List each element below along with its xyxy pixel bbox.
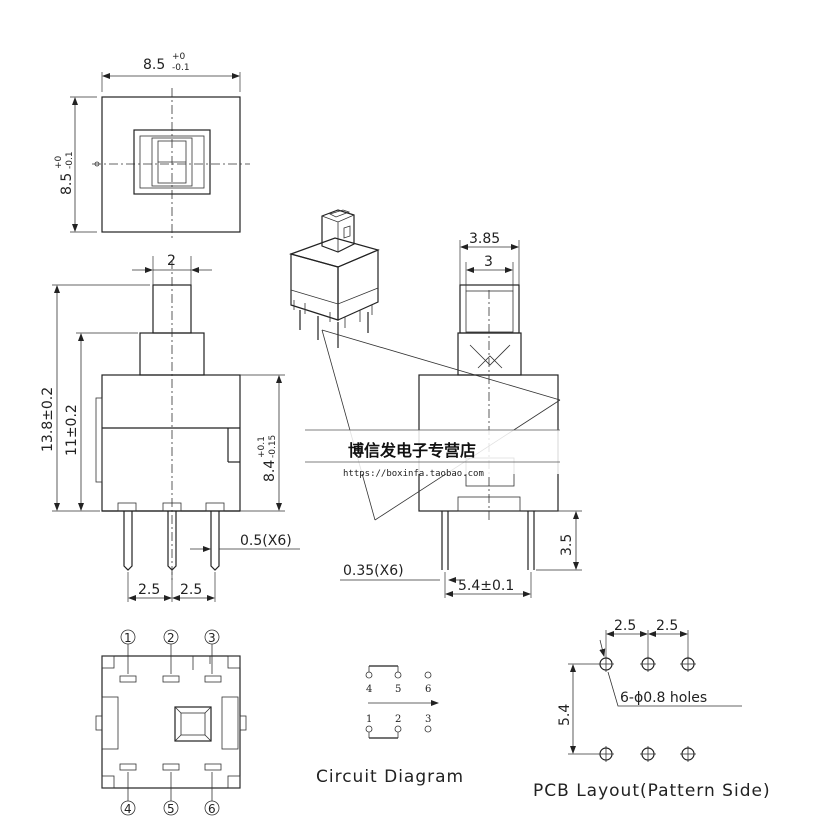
- circuit-label-3: 3: [425, 714, 431, 725]
- watermark-shop-name: 博信发电子专营店: [348, 441, 476, 460]
- pin-label-5: 5: [167, 802, 175, 816]
- circuit-diagram-title: Circuit Diagram: [316, 767, 464, 787]
- circuit-diagram: 4 5 6 1 2 3 Circuit Diagram: [316, 665, 464, 787]
- top-width-tol-upper: +0: [172, 52, 186, 62]
- side-view: 3.85 3 0.35(X6) 5.4±0.1 3.5: [340, 231, 582, 598]
- circuit-label-2: 2: [395, 714, 401, 725]
- top-width-value: 8.5: [143, 57, 165, 73]
- pcb-layout: 2.5 2.5 5.4 6-ϕ0.8 holes PCB Layout(Patt…: [533, 618, 771, 801]
- pcb-pitch-left-label: 2.5: [614, 618, 636, 634]
- pitch-left-label: 2.5: [138, 582, 160, 598]
- pcb-holes-note: 6-ϕ0.8 holes: [620, 690, 707, 706]
- top-height-value: 8.5: [59, 173, 75, 195]
- circuit-label-4: 4: [366, 684, 372, 695]
- top-view: 8.5 +0 -0.1 8.5 +0 -0.1: [54, 52, 250, 240]
- pin-label-3: 3: [208, 631, 216, 645]
- housing-height-value: 8.4: [262, 460, 278, 482]
- pin-label-4: 4: [124, 802, 132, 816]
- pcb-row-spacing-label: 5.4: [557, 704, 573, 726]
- bottom-view: 1 2 3 4 5 6: [95, 629, 247, 816]
- housing-height-tol-upper: +0.1: [257, 436, 267, 458]
- total-height-label: 13.8±0.2: [40, 387, 56, 452]
- circuit-label-6: 6: [425, 684, 431, 695]
- pin-label-6: 6: [208, 802, 216, 816]
- front-view: 2 13.8±0.2 11±0.2 8.4 +0.1 -0.15 0.5(X6)…: [40, 253, 300, 602]
- watermark-url: https://boxinfa.taobao.com: [343, 469, 484, 479]
- pin-label-1: 1: [124, 631, 132, 645]
- store-watermark: 博信发电子专营店 https://boxinfa.taobao.com: [305, 329, 561, 521]
- body-height-label: 11±0.2: [64, 404, 80, 456]
- plunger-width-label: 2: [167, 253, 176, 269]
- pin-spacing-label: 5.4±0.1: [458, 578, 514, 594]
- outer-width-label: 3.85: [469, 231, 500, 247]
- pcb-layout-title: PCB Layout(Pattern Side): [533, 781, 771, 801]
- switch-3d-sketch: [289, 209, 380, 348]
- pcb-pitch-right-label: 2.5: [656, 618, 678, 634]
- top-height-tol-upper: +0: [54, 155, 64, 169]
- top-height-tol-lower: -0.1: [65, 151, 75, 169]
- pin-thickness-label: 0.35(X6): [343, 563, 404, 579]
- pin-length-label: 3.5: [559, 534, 575, 556]
- housing-height-tol-lower: -0.15: [268, 435, 278, 458]
- pin-width-label: 0.5(X6): [240, 533, 292, 549]
- pitch-right-label: 2.5: [180, 582, 202, 598]
- pin-label-2: 2: [167, 631, 175, 645]
- circuit-label-5: 5: [395, 684, 401, 695]
- top-width-tol-lower: -0.1: [172, 63, 190, 73]
- inner-width-label: 3: [484, 254, 493, 270]
- circuit-label-1: 1: [366, 714, 372, 725]
